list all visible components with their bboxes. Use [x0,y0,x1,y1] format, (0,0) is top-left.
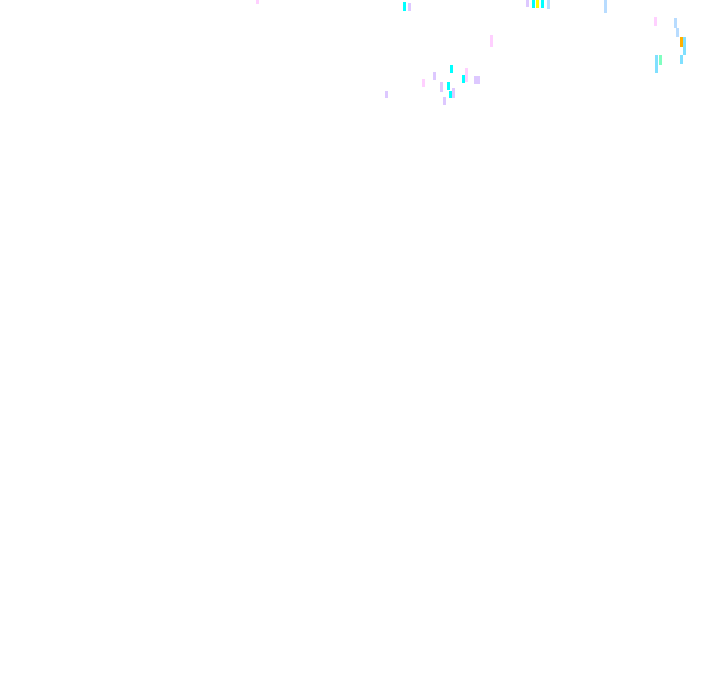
artifact-speck [680,37,683,47]
artifact-speck [449,91,452,98]
artifact-speck [422,79,425,87]
artifact-speck [659,55,662,65]
artifact-speck [403,2,406,11]
artifact-speck [474,76,480,84]
artifact-speck [526,0,529,7]
artifact-speck [450,65,453,73]
artifact-speck [443,97,446,105]
artifact-speck [447,82,450,90]
artifact-speck [547,0,550,9]
artifact-speck [680,55,683,64]
artifact-speck [676,28,679,37]
artifact-speck [654,17,657,26]
artifact-speck [490,35,493,47]
artifact-speck [655,55,658,73]
artifact-speck [452,88,455,98]
artifact-speck [385,91,388,98]
artifact-speck [683,37,686,55]
artifact-speck [465,68,468,82]
artifact-speck [674,18,677,28]
artifact-speck [536,0,539,8]
artifact-speck [532,0,535,8]
artifact-speck [408,3,411,11]
artifact-speck [256,0,259,4]
artifact-speck [541,0,544,8]
artifact-speck [433,72,436,80]
artifact-speck [604,0,607,13]
artifact-speck [462,75,465,83]
artifact-speck [440,82,443,92]
